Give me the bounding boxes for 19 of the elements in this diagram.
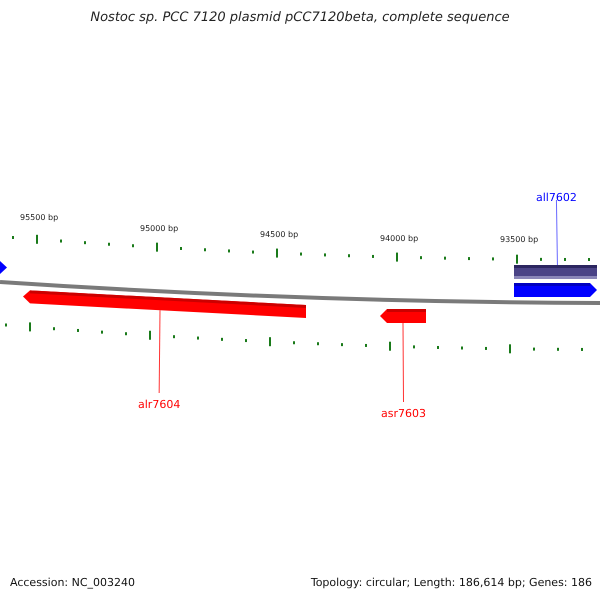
gene-label: alr7604 [138, 398, 180, 411]
scale-label: 93500 bp [500, 235, 538, 244]
diagram-title: Nostoc sp. PCC 7120 plasmid pCC7120beta, complete sequence [89, 10, 511, 25]
leader-line [402, 322, 404, 402]
gene-arrow [514, 283, 597, 297]
scale-label: 95500 bp [20, 213, 58, 222]
accession-text: Accession: NC_003240 [10, 576, 136, 589]
leader-line [556, 200, 558, 266]
gene-label: asr7603 [381, 407, 426, 420]
leader-line [158, 310, 160, 394]
gene-arrow [0, 261, 7, 274]
scale-label: 95000 bp [140, 224, 178, 233]
scale-label: 94500 bp [260, 230, 298, 239]
gene-arrow [23, 290, 306, 320]
scale-label: 94000 bp [380, 234, 418, 243]
gene-bar [514, 265, 597, 279]
gene-label: all7602 [536, 191, 577, 204]
gene-arrow [380, 309, 426, 323]
genome-info-text: Topology: circular; Length: 186,614 bp; Genes: 186 [310, 576, 592, 589]
